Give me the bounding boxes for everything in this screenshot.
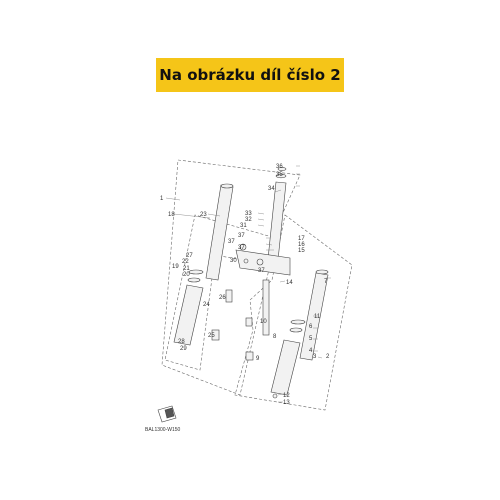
assembly-1-boundary — [161, 159, 301, 396]
callout-33: 33 — [245, 211, 252, 217]
callout-29: 29 — [180, 346, 187, 352]
callout-17: 17 — [298, 236, 305, 242]
stem-bolt-37a — [239, 243, 247, 251]
callout-23: 23 — [200, 212, 207, 218]
part-10 — [245, 317, 253, 327]
direction-box-icon — [157, 405, 177, 423]
callout-24: 24 — [203, 302, 210, 308]
callout-13: 13 — [283, 400, 290, 406]
right-fork-assembly — [270, 269, 329, 399]
callout-32: 32 — [245, 217, 252, 223]
callout-9: 9 — [256, 356, 260, 362]
callout-37a: 37 — [238, 233, 245, 239]
callout-35: 35 — [276, 172, 283, 178]
right-outer-tube — [270, 339, 301, 396]
callout-labels: 1 18 23 33 32 31 37 37 37 36 35 34 17 16… — [160, 164, 330, 406]
left-tube-cap — [220, 183, 234, 189]
callout-14: 14 — [286, 280, 293, 286]
callout-26: 26 — [219, 295, 226, 301]
callout-4: 4 — [309, 348, 313, 354]
callout-10: 10 — [260, 319, 267, 325]
callout-36: 36 — [276, 164, 283, 170]
callout-37b: 37 — [228, 239, 235, 245]
callout-12: 12 — [283, 393, 290, 399]
steering-stem-assembly — [235, 167, 291, 361]
callout-25: 25 — [208, 333, 215, 339]
callout-19: 19 — [172, 264, 179, 270]
callout-2: 2 — [326, 354, 330, 360]
stem-washer-35 — [275, 173, 287, 179]
part-number-banner: Na obrázku díl číslo 2 — [156, 58, 344, 92]
callout-37d: 37 — [258, 268, 265, 274]
callout-11: 11 — [314, 314, 321, 320]
callout-37c: 37 — [238, 245, 245, 251]
callout-34: 34 — [268, 186, 275, 192]
callout-5: 5 — [309, 336, 313, 342]
right-inner-tube — [299, 272, 329, 361]
callout-31: 31 — [240, 223, 247, 229]
callout-6: 6 — [309, 324, 313, 330]
left-seal-ring — [188, 269, 204, 275]
left-spring-26 — [225, 289, 233, 303]
part-9 — [245, 351, 254, 361]
assembly-2-boundary — [234, 214, 353, 411]
banner-text: Na obrázku díl číslo 2 — [159, 66, 341, 84]
left-fork-assembly — [173, 183, 234, 346]
stem-nut-36 — [277, 167, 287, 171]
callout-28: 28 — [178, 339, 185, 345]
leader-lines — [165, 165, 331, 403]
bolt-12 — [272, 393, 278, 399]
callout-22: 22 — [182, 259, 189, 265]
stem-bolt-37b — [256, 258, 264, 266]
left-seal-ring-2 — [187, 277, 201, 283]
diagram-code: BAL1300-W150 — [145, 427, 181, 433]
left-inner-tube — [205, 184, 234, 281]
bolt-30 — [243, 258, 249, 264]
left-spring-25 — [211, 329, 220, 341]
callout-3: 3 — [313, 354, 317, 360]
stem-tube-34 — [267, 181, 287, 261]
callout-30: 30 — [230, 258, 237, 264]
callout-15: 15 — [298, 248, 305, 254]
callout-20: 20 — [183, 272, 190, 278]
right-seal-ring — [290, 319, 306, 325]
callout-18: 18 — [168, 212, 175, 218]
right-seal-ring-2 — [289, 327, 303, 333]
callout-16: 16 — [298, 242, 305, 248]
callout-8: 8 — [273, 334, 277, 340]
callout-7: 7 — [324, 279, 328, 285]
stem-part-14 — [262, 279, 270, 336]
callout-1: 1 — [160, 196, 164, 202]
callout-21: 21 — [183, 266, 190, 272]
callout-27: 27 — [186, 253, 193, 259]
left-outer-tube — [173, 284, 204, 346]
